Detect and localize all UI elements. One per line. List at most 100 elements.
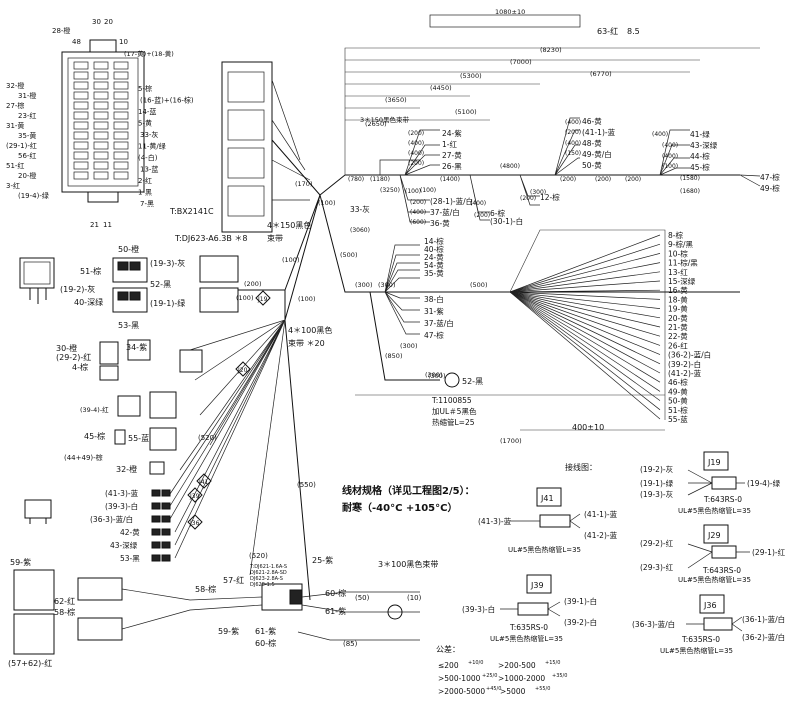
terminal-icon [161,515,171,523]
bundle-note-100: 4＊100黑色 [288,325,332,335]
lc-45: 45-棕 [84,431,105,441]
long-branch-right-label: 55-蓝 [668,414,688,424]
long-branch-right-label: 50-黄 [668,396,688,406]
ll-62: 62-红 [54,596,75,606]
mid-label-11: 43-深绿 [690,141,718,150]
fuse-right-label: 11-黄/绿 [138,142,166,151]
tag-j20: J20 [237,367,248,374]
fuse-slot [93,121,109,130]
fan-wire [509,291,661,309]
long-branch-right-label: 46-棕 [668,377,688,387]
j19-left-2: (19-3)-灰 [640,489,674,499]
mid-dimension: (300) [530,189,546,196]
fuse-left-label: (19-4)-绿 [18,191,49,200]
fuse-left-label: 51-红 [6,161,24,170]
mid-label-21: (30-1)-白 [490,216,523,226]
lc-39-4: (39-4)-红 [80,405,109,414]
fan-wire [509,280,661,293]
ll-59: 59-紫 [10,558,31,567]
main-trunk [169,47,761,601]
dim-300b: (300) [378,281,395,289]
fuse-top-label-0: 28-橙 [52,26,70,35]
relay-label-1: 51-棕 [80,266,101,276]
lc-4: 4-棕 [72,362,88,372]
dim-100d: (100) [298,295,315,303]
fuse-slot [93,91,109,100]
mid-label-3: 27-黄 [442,150,462,160]
mid-label-19: 36-黄 [430,218,450,228]
terminal-icon [151,554,161,562]
j29-left-0: (29-2)-红 [640,538,674,548]
j41-right-0: (41-1)-蓝 [584,509,618,519]
ll-58: 58-棕 [54,607,75,617]
long-branch-left-label: 31-紫 [424,307,444,316]
long-branch-right-label: 18-黄 [668,294,688,304]
fuse-slot [73,111,89,120]
mid-dimension: (200) [625,176,641,183]
fuse-slot [93,61,109,70]
fuse-slot [93,131,109,140]
mid-dimension: (4800) [500,163,520,170]
ll-58b: 58-棕 [195,584,216,594]
fuse-slot [73,171,89,180]
j39-note: UL#5黑色热缩管L=35 [490,634,563,643]
fan-wire [509,253,661,293]
bundle-note-150: 4＊150黑色 [267,220,311,230]
mid-label-7: 48-黄 [582,138,602,148]
fan-wire [509,289,661,293]
j36-part: T:635RS-0 [681,635,720,644]
relay-label-7: (19-1)-绿 [150,299,185,308]
ll-25: 25-紫 [312,556,333,565]
bundle-note-150-b: 束带 [267,234,283,243]
long-branch-right-label: 26-红 [668,340,688,350]
fuse-right-label: 33-灰 [140,130,158,139]
mid-dimension: (3060) [350,227,370,234]
tol-1-1: +25/0 [482,673,497,679]
long-branch-right-label: 20-黄 [668,313,688,323]
relay-label-2: (19-3)-灰 [150,258,185,268]
j39-left-0: (39-3)-白 [462,604,495,614]
top-dimensions: 1080±10 63-红 8.5 (8230) (7000) (6770) (5… [365,8,640,128]
long-branch-right-label: 13-红 [668,267,688,277]
long-branch-right-label: (36-2)-蓝/白 [668,350,711,360]
mid-label-10: 41-绿 [690,130,710,139]
fuse-slot [93,161,109,170]
terminal-label: 52-黑 [462,377,483,386]
mid-label-13: 45-棕 [690,162,710,172]
fuse-left-label: (29-1)-红 [6,141,37,150]
fan-wire [509,291,661,374]
terminal-icon [161,541,171,549]
lc-30: 30-橙 [56,343,77,353]
dim-3650: (3650) [385,96,407,104]
dim-520a: (520) [198,434,217,442]
sct-1: DJ621-2.8A-SD [250,570,287,576]
long-branch-left-label: 24-黄 [424,252,444,262]
mid-label-12: 44-棕 [690,151,710,161]
fuse-left-label: 23-红 [18,111,36,120]
mid-dimension: (400) [470,200,486,207]
wire-spec-line-2: 耐寒（-40°C +105°C） [342,501,457,514]
fuse-slot [113,141,129,150]
relay-label-0: 50-橙 [118,244,139,254]
fuse-slot [93,81,109,90]
fuse-slot [73,121,89,130]
sct-2: DJ623-2.8A-S [250,576,283,582]
mid-label-15: 49-棕 [760,183,780,193]
mid-dimension: (780) [348,176,364,183]
fuse-right-label: 5-黄 [138,119,152,128]
dim-50: (50) [355,594,370,602]
dim-300e: (300) [425,371,442,379]
j19-left-1: (19-1)-绿 [640,479,674,488]
tag-j41: J41 [198,479,209,486]
j39-right-0: (39-1)-白 [564,596,597,606]
fan-wire [509,291,661,392]
dim-4450: (4450) [430,84,452,92]
fuse-slot [73,161,89,170]
fan-wire [509,271,661,293]
mid-dimension: (200) [520,195,536,202]
j36-left-0: (36-3)-蓝/白 [632,619,675,629]
tol-1-3: +35/0 [552,673,567,679]
fuse-left-label: 56-红 [18,151,36,160]
fuse-top-label-1: 48 [72,38,81,46]
fuse-slot [113,61,129,70]
